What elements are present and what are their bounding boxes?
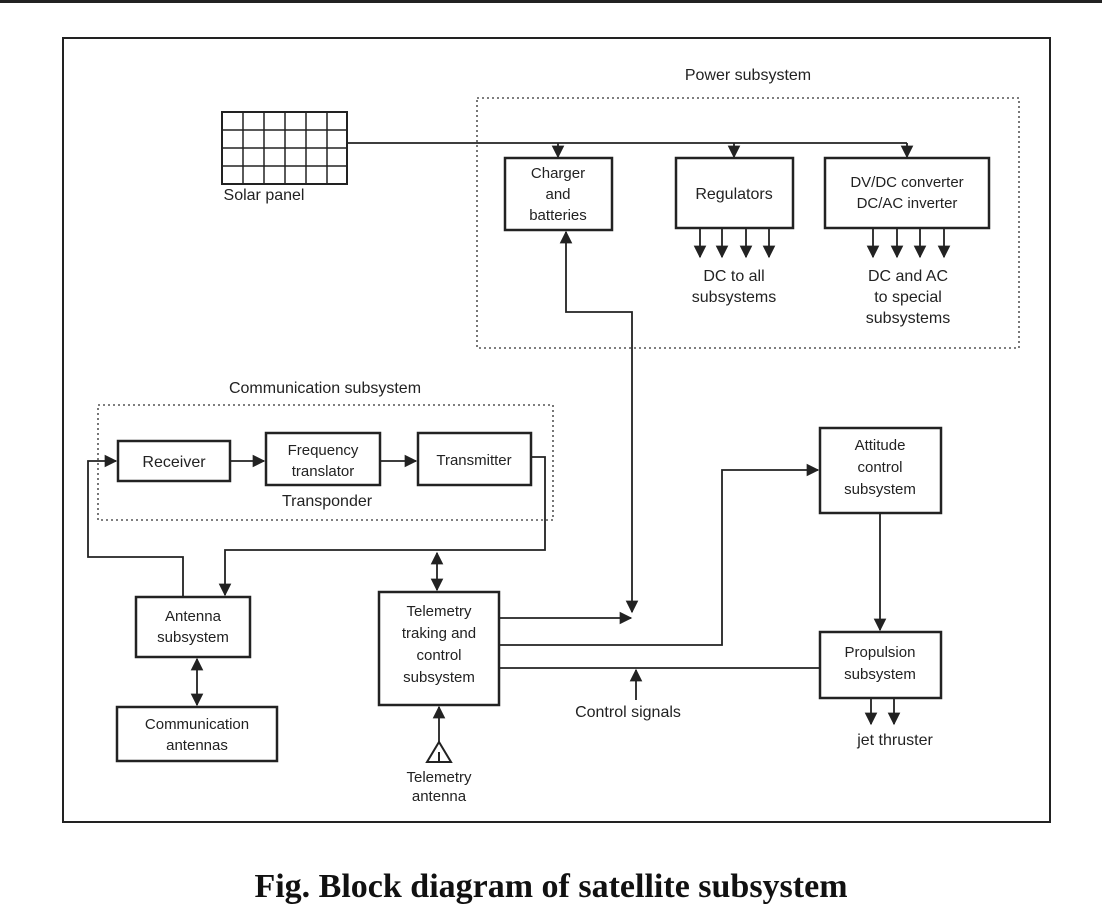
solar-panel-label: Solar panel: [224, 187, 305, 204]
frequency-translator-block: Frequency translator: [264, 431, 382, 487]
attitude-control-block: Attitude control subsystem: [818, 426, 943, 515]
charger-batteries-block: Charger and batteries: [503, 156, 614, 232]
charger-line-3: batteries: [529, 207, 587, 224]
dc-ac-special-line-3: subsystems: [866, 310, 950, 327]
telemetry-antenna-icon: [425, 740, 453, 763]
telemetry-antenna-line-1: Telemetry: [406, 769, 472, 786]
antenna-subsystem-line-2: subsystem: [157, 629, 229, 646]
telemetry-line-1: Telemetry: [406, 603, 472, 620]
diagram-frame: [62, 37, 1051, 823]
receiver-label: Receiver: [142, 454, 206, 471]
power-subsystem-label: Power subsystem: [685, 67, 811, 84]
telemetry-line-3: control: [416, 647, 461, 664]
propulsion-block: Propulsion subsystem: [818, 630, 943, 700]
antenna-subsystem-line-1: Antenna: [165, 608, 222, 625]
comm-antennas-line-2: antennas: [166, 737, 228, 754]
telemetry-antenna-line-2: antenna: [412, 788, 467, 805]
telemetry-block: Telemetry traking and control subsystem: [377, 590, 501, 707]
dc-all-line-2: subsystems: [692, 289, 776, 306]
attitude-line-1: Attitude: [855, 437, 906, 454]
transponder-label: Transponder: [282, 493, 373, 510]
solar-panel-icon: [221, 111, 348, 185]
converter-block: DV/DC converter DC/AC inverter: [823, 156, 991, 230]
dc-all-line-1: DC to all: [703, 268, 764, 285]
receiver-block: Receiver: [116, 439, 232, 483]
transmitter-block: Transmitter: [416, 431, 533, 487]
jet-thruster-label: jet thruster: [856, 732, 933, 749]
satellite-block-diagram: Power subsystem Communication subsystem …: [62, 37, 1051, 823]
communication-antennas-block: Communication antennas: [115, 705, 279, 763]
freq-translator-line-1: Frequency: [288, 442, 359, 459]
antenna-subsystem-block: Antenna subsystem: [134, 595, 252, 659]
telemetry-line-2: traking and: [402, 625, 476, 642]
propulsion-line-1: Propulsion: [845, 644, 916, 661]
regulators-block: Regulators: [674, 156, 795, 230]
charger-line-2: and: [545, 186, 570, 203]
converter-line-1: DV/DC converter: [850, 174, 963, 191]
converter-line-2: DC/AC inverter: [857, 195, 958, 212]
freq-translator-line-2: translator: [292, 463, 355, 480]
power-subsystem-group: [476, 97, 1020, 349]
figure-caption: Fig. Block diagram of satellite subsyste…: [254, 868, 848, 905]
connector-lines: [87, 142, 951, 742]
transmitter-label: Transmitter: [436, 452, 511, 469]
regulators-label: Regulators: [695, 186, 772, 203]
dc-ac-special-line-2: to special: [874, 289, 942, 306]
dc-ac-special-line-1: DC and AC: [868, 268, 948, 285]
communication-subsystem-label: Communication subsystem: [229, 380, 421, 397]
attitude-line-2: control: [857, 459, 902, 476]
charger-line-1: Charger: [531, 165, 585, 182]
propulsion-line-2: subsystem: [844, 666, 916, 683]
attitude-line-3: subsystem: [844, 481, 916, 498]
control-signals-label: Control signals: [575, 704, 681, 721]
top-rule: [0, 0, 1102, 3]
telemetry-line-4: subsystem: [403, 669, 475, 686]
comm-antennas-line-1: Communication: [145, 716, 249, 733]
